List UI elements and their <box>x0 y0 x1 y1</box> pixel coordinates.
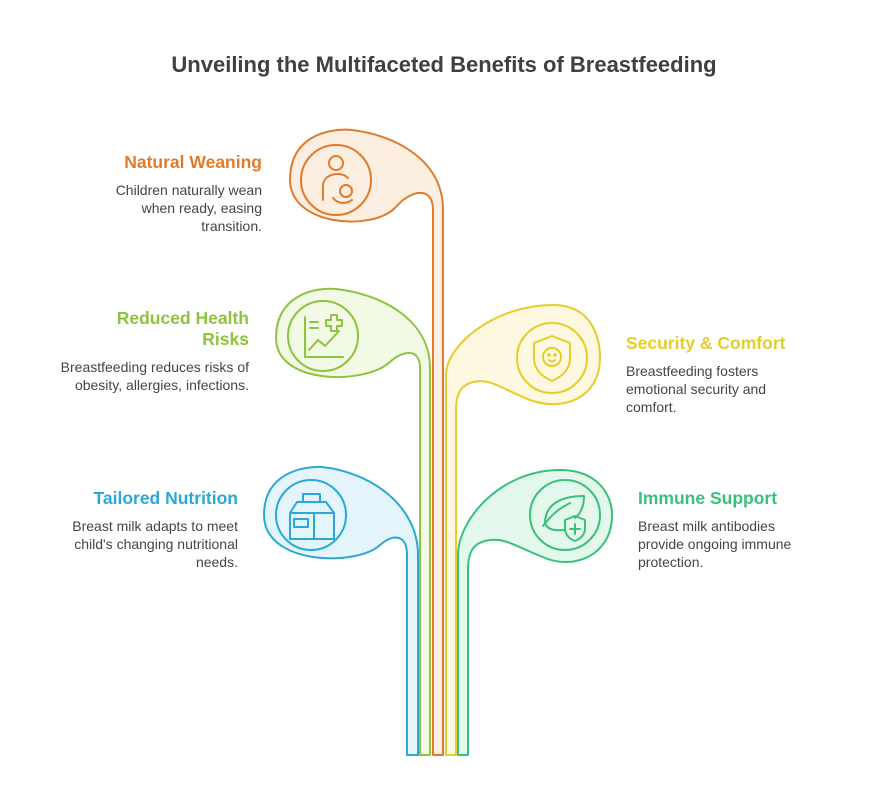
tailored-nutrition-branch <box>263 465 419 756</box>
natural-weaning-heading: Natural Weaning <box>124 152 262 172</box>
security-comfort-block: Security & Comfort Breastfeeding fosters… <box>626 333 826 416</box>
mother-child-icon <box>322 155 353 204</box>
immune-support-branch <box>457 469 613 756</box>
immune-support-heading: Immune Support <box>638 488 778 508</box>
tailored-nutrition-icon-circle <box>275 479 347 551</box>
natural-weaning-branch <box>289 128 444 756</box>
baby-shield-icon <box>533 335 571 382</box>
immune-support-icon-circle <box>529 479 601 551</box>
security-comfort-branch <box>445 304 601 756</box>
security-comfort-icon-circle <box>516 322 588 394</box>
tailored-nutrition-block: Tailored Nutrition Breast milk adapts to… <box>38 488 238 571</box>
natural-weaning-block: Natural Weaning Children naturally wean … <box>62 152 262 235</box>
natural-weaning-description: Children naturally wean when ready, easi… <box>115 182 262 234</box>
leaf-shield-icon <box>542 495 586 542</box>
security-comfort-heading: Security & Comfort <box>626 333 786 353</box>
reduced-health-risks-icon-circle <box>287 300 359 372</box>
reduced-health-risks-heading: Reduced Health Risks <box>116 308 249 349</box>
immune-support-description: Breast milk antibodies provide ongoing i… <box>638 518 792 570</box>
reduced-health-risks-branch <box>275 287 431 756</box>
security-comfort-description: Breastfeeding fosters emotional security… <box>626 363 767 415</box>
health-chart-icon <box>304 314 344 358</box>
tailored-nutrition-description: Breast milk adapts to meet child's chang… <box>72 518 238 570</box>
milk-carton-icon <box>289 493 335 540</box>
reduced-health-risks-block: Reduced Health Risks Breastfeeding reduc… <box>49 308 249 394</box>
natural-weaning-icon-circle <box>300 144 372 216</box>
reduced-health-risks-description: Breastfeeding reduces risks of obesity, … <box>60 359 249 393</box>
immune-support-block: Immune Support Breast milk antibodies pr… <box>638 488 838 571</box>
tailored-nutrition-heading: Tailored Nutrition <box>93 488 238 508</box>
diagram-title: Unveiling the Multifaceted Benefits of B… <box>171 52 717 77</box>
